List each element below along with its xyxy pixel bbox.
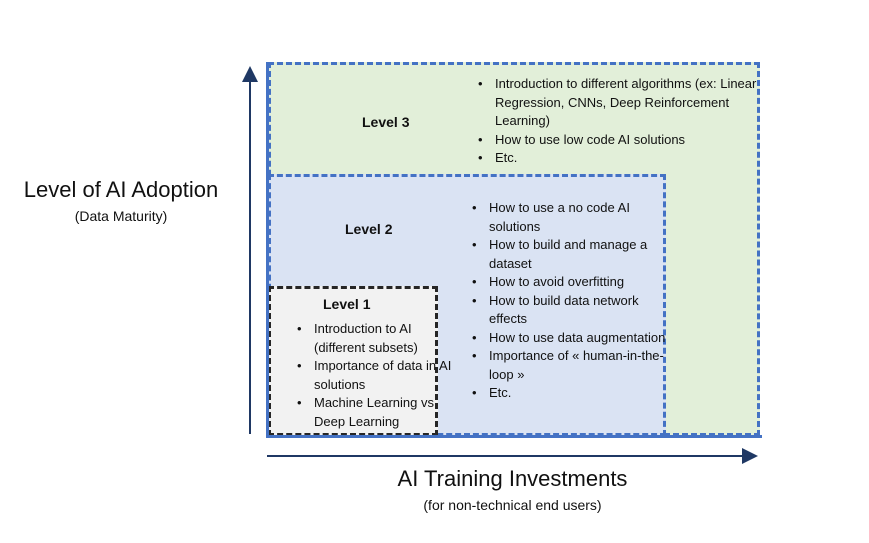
list-item: Machine Learning vs Deep Learning bbox=[297, 394, 452, 431]
list-item: How to use data augmentation bbox=[472, 329, 669, 348]
level-2-list: How to use a no code AI solutions How to… bbox=[471, 199, 669, 403]
list-item: Introduction to AI (different subsets) bbox=[297, 320, 452, 357]
list-item: Etc. bbox=[478, 149, 765, 168]
list-item: How to build data network effects bbox=[472, 292, 669, 329]
list-item: Etc. bbox=[472, 384, 669, 403]
list-item: Importance of data in AI solutions bbox=[297, 357, 452, 394]
x-axis-subtitle: (for non-technical end users) bbox=[423, 497, 602, 513]
list-item: How to avoid overfitting bbox=[472, 273, 669, 292]
y-axis-title: Level of AI Adoption bbox=[23, 177, 219, 202]
list-item: Introduction to different algorithms (ex… bbox=[478, 75, 765, 131]
level-1-list: Introduction to AI (different subsets) I… bbox=[296, 320, 452, 431]
level-3-label: Level 3 bbox=[362, 114, 410, 130]
list-item: Importance of « human-in-the-loop » bbox=[472, 347, 669, 384]
y-axis-subtitle: (Data Maturity) bbox=[74, 208, 168, 224]
level-3-list: Introduction to different algorithms (ex… bbox=[477, 75, 765, 168]
list-item: How to use a no code AI solutions bbox=[472, 199, 669, 236]
level-1-label: Level 1 bbox=[323, 296, 371, 312]
list-item: How to use low code AI solutions bbox=[478, 131, 765, 150]
list-item: How to build and manage a dataset bbox=[472, 236, 669, 273]
x-axis-title: AI Training Investments bbox=[397, 466, 628, 491]
level-2-label: Level 2 bbox=[345, 221, 393, 237]
